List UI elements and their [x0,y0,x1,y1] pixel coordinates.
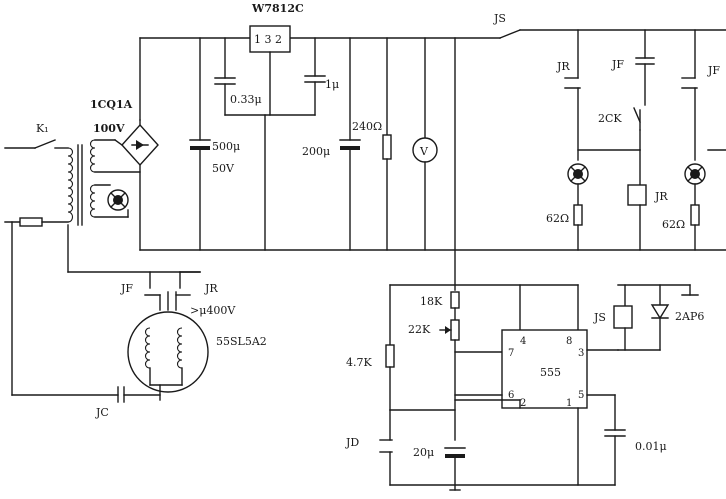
jr-contact-lamp-branch: JR 62Ω [546,29,589,251]
timer-rail [389,284,579,346]
res-47k-label: 4.7K [346,356,372,369]
capacitor-500u: 500μ 50V [189,37,240,251]
timer-pin-wiring [389,349,619,486]
cap-001u-label: 0.01μ [635,440,667,453]
resistor-22k: 22K [408,307,503,441]
capacitor-200u: 200μ [302,37,361,251]
capacitor-001u: 0.01μ [604,429,667,486]
regulator-w7812c: W7812C 1 3 2 [249,2,304,116]
rectifier-label: 1CQ1A [90,98,133,111]
jf-contact-2ck-branch: JF 2CK JR [577,29,668,251]
jf-contact-mid-label: JF [611,58,624,71]
pin6-label: 6 [508,390,514,401]
pin7-label: 7 [508,348,514,359]
resistor-240: 240Ω [352,37,392,251]
res-62-right-label: 62Ω [662,218,685,231]
voltmeter: V [412,37,438,251]
pin8-label: 8 [566,336,572,347]
motor-jr-label: JR [204,282,218,295]
jd-contact: JD [345,409,393,486]
js-coil-label: JS [593,311,606,324]
bottom-rail [139,159,726,251]
pin2-label: 2 [520,398,526,409]
js-coil-and-diode: JS 2AP6 [593,284,704,351]
voltmeter-label: V [419,145,429,158]
diode-label: 2AP6 [675,310,704,323]
res-18k-label: 18K [420,295,443,308]
motor-55sl5a2: JF JR >μ400V 55SL5A2 [120,271,267,393]
jd-label: JD [345,436,359,449]
regulator-pins: 1 3 2 [254,33,282,46]
2ck-label: 2CK [598,112,622,125]
transformer [67,139,201,273]
pin4-label: 4 [520,336,526,347]
resistor-47k: 4.7K [346,344,395,411]
motor-label: 55SL5A2 [216,335,267,348]
res-240-label: 240Ω [352,120,382,133]
fuse [4,217,69,227]
jr-coil-label: JR [654,190,668,203]
res-22k-label: 22K [408,323,431,336]
motor-jf-label: JF [120,282,133,295]
motor-cap-label: >μ400V [190,304,236,317]
cap-033u-label: 0.33μ [230,93,262,106]
capacitor-20u: 20μ [413,446,466,491]
cap-500u-label: 500μ [212,140,240,153]
jc-contact: JC [11,221,161,419]
res-62-left-label: 62Ω [546,212,569,225]
jf-contact-lamp-right-branch: JF 62Ω [662,29,726,251]
cap-1u-label: 1μ [325,78,339,91]
top-rail [139,29,726,121]
rectifier-voltage: 100V [93,122,125,135]
capacitor-1u: 1μ [304,37,339,116]
pin5-label: 5 [578,390,584,401]
cap-500u-voltage: 50V [212,162,235,175]
k1-switch: K₁ [4,122,69,149]
js-switch-top: JS [493,12,521,39]
jr-contact-label: JR [556,60,570,73]
ic-555: 555 4 8 7 3 6 2 1 5 [501,329,588,409]
jc-label: JC [95,406,109,419]
rectifier-bridge: 1CQ1A 100V [90,98,159,173]
cap-200u-label: 200μ [302,145,330,158]
k1-label: K₁ [36,122,49,135]
pin3-label: 3 [578,348,584,359]
indicator-lamp-transformer [94,184,129,218]
capacitor-033u: 0.33μ [214,37,316,116]
jf-contact-right-label: JF [707,64,720,77]
ic-555-label: 555 [540,366,561,379]
pin1-label: 1 [566,398,572,409]
resistor-18k: 18K [420,291,460,309]
regulator-label: W7812C [251,2,304,15]
cap-20u-label: 20μ [413,446,434,459]
js-switch-label: JS [493,12,506,25]
